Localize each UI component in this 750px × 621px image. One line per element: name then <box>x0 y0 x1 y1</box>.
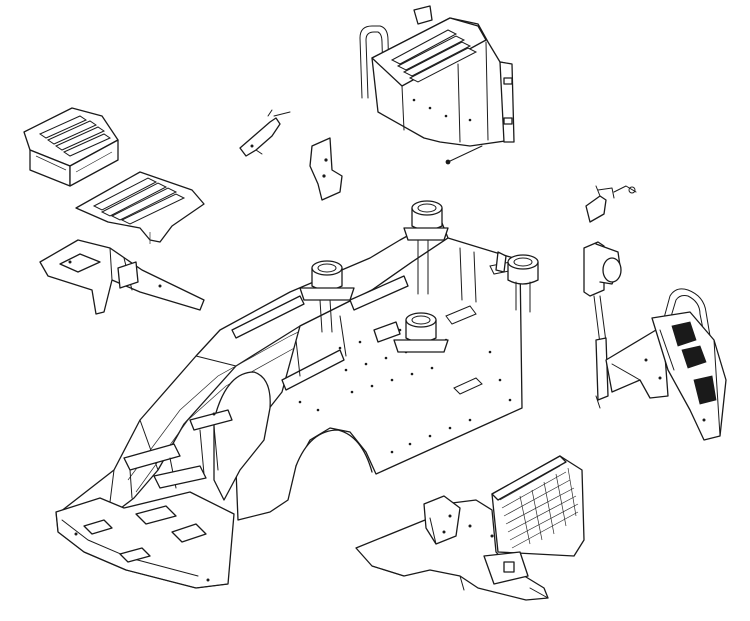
toolbox-with-handrail <box>359 5 515 165</box>
column-mount-center <box>393 312 449 353</box>
steering-column-assembly <box>583 241 727 441</box>
right-small-brackets <box>585 185 637 223</box>
cover-box <box>23 107 119 187</box>
front-bumper-plate <box>55 409 235 589</box>
small-bracket-a <box>239 109 291 157</box>
footboard-with-grate <box>355 455 585 601</box>
column-mount-right <box>495 251 539 313</box>
grate-pattern <box>499 465 579 549</box>
column-mount-left <box>299 260 355 333</box>
floor-plate <box>75 171 205 244</box>
small-bracket-b <box>309 137 343 201</box>
step-bracket <box>39 239 205 315</box>
cross-members <box>231 275 409 391</box>
column-mount-top <box>403 200 449 295</box>
